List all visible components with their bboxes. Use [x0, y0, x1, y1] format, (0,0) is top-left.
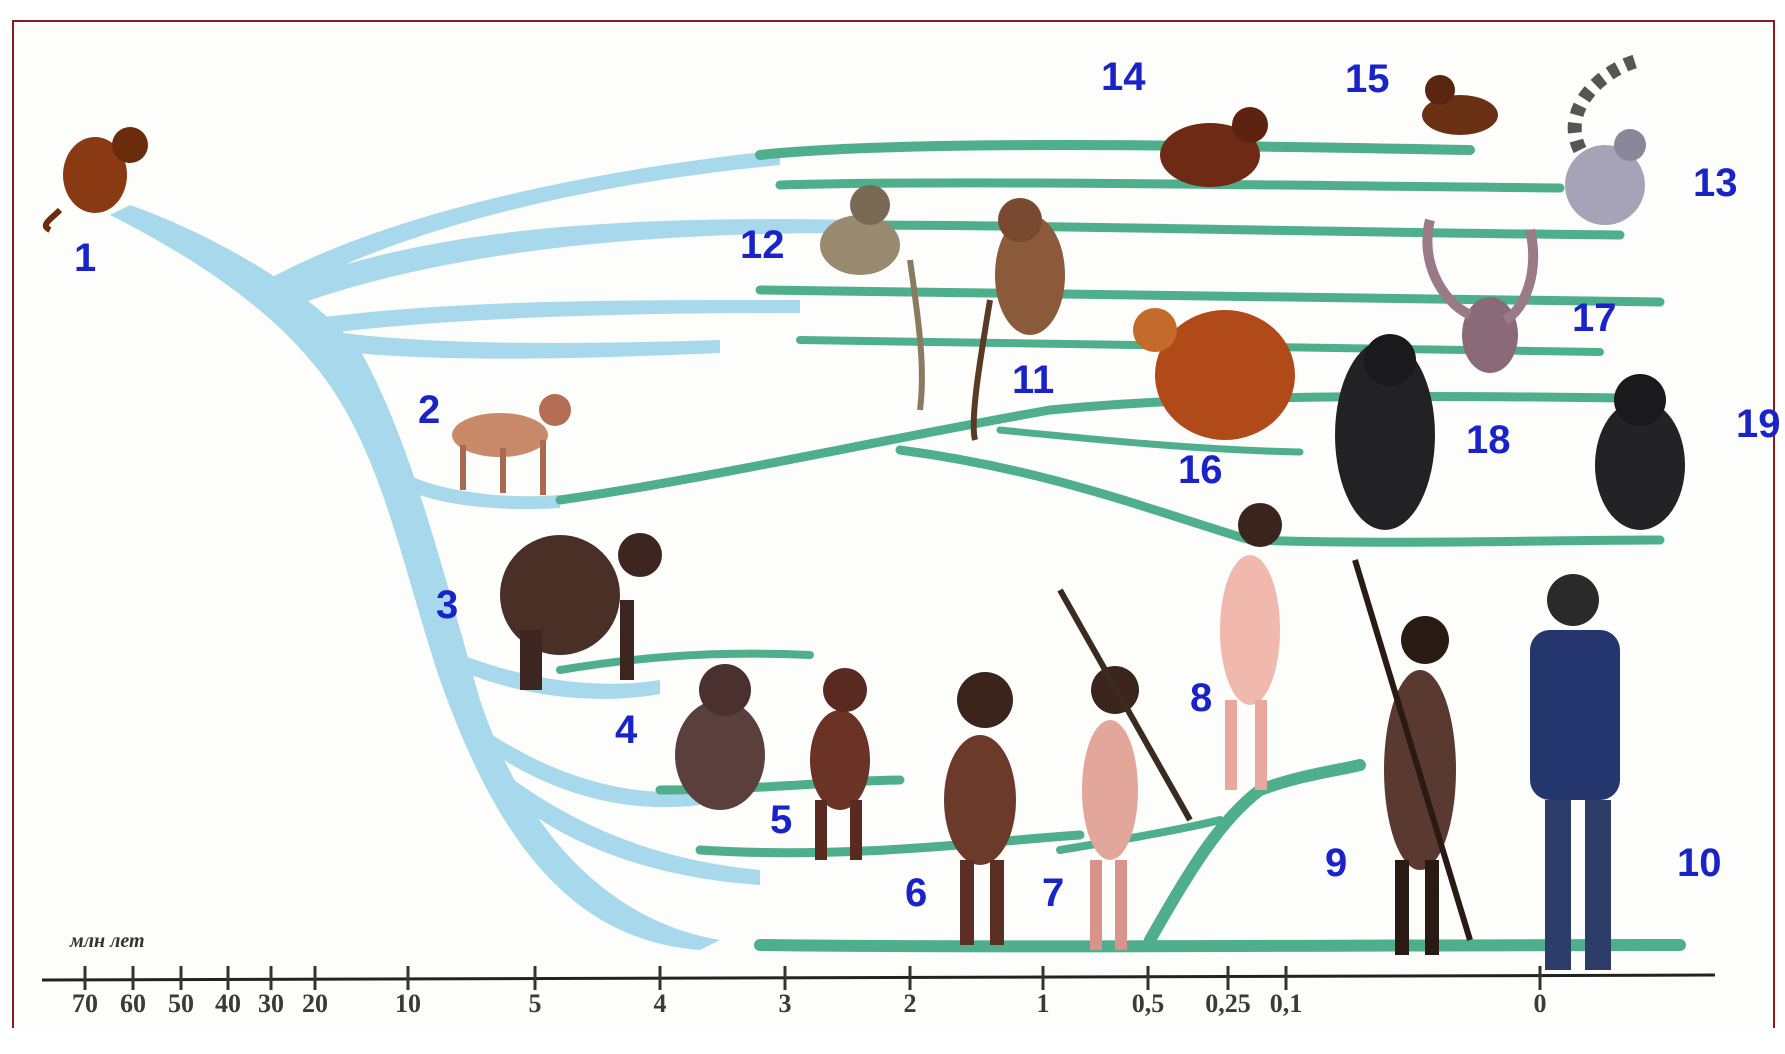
marker-19: 19: [1736, 402, 1781, 446]
marker-1: 1: [74, 236, 97, 280]
marker-13: 13: [1693, 161, 1738, 205]
marker-15: 15: [1345, 57, 1390, 101]
australopithecus-icon: [810, 668, 870, 860]
marker-16: 16: [1178, 448, 1223, 492]
neanderthal-icon: [1220, 503, 1282, 790]
axis-tick-label: 70: [72, 989, 98, 1018]
tarsier-icon: [1422, 75, 1498, 135]
axis-tick-label: 50: [168, 989, 194, 1018]
axis-tick-label: 0,5: [1132, 989, 1165, 1018]
axis-tick-label: 40: [215, 989, 241, 1018]
marker-14: 14: [1101, 55, 1146, 99]
lemur-icon: [1565, 53, 1646, 225]
marker-3: 3: [436, 583, 459, 627]
ape-sitting-icon: [675, 664, 765, 810]
dryopithecus-icon: [500, 533, 662, 690]
marker-6: 6: [905, 871, 928, 915]
axis-tick-label: 4: [654, 989, 667, 1018]
axis-tick-label: 30: [258, 989, 284, 1018]
orangutan-icon: [1133, 308, 1295, 440]
marker-7: 7: [1042, 871, 1065, 915]
marker-10: 10: [1677, 841, 1722, 885]
gibbon-icon: [1422, 218, 1539, 373]
axis-tick-label: 0: [1534, 989, 1547, 1018]
homo-erectus-icon: [1057, 588, 1193, 950]
marker-2: 2: [418, 388, 441, 432]
marker-8: 8: [1190, 676, 1213, 720]
axis-tick-label: 3: [779, 989, 792, 1018]
homo-habilis-icon: [944, 672, 1016, 945]
bottom-strip: [0, 1028, 1785, 1054]
marker-4: 4: [615, 708, 638, 752]
axis-tick-label: 20: [302, 989, 328, 1018]
gorilla-icon: [1335, 334, 1435, 530]
monkey-icon: [452, 394, 571, 495]
marker-9: 9: [1325, 841, 1348, 885]
axis-unit-label: млн лет: [69, 930, 145, 952]
cro-magnon-icon: [1352, 559, 1473, 955]
prosimian-ancestor-icon: [42, 127, 148, 233]
marker-5: 5: [770, 798, 793, 842]
time-axis: 70 60 50 40 30 20 10 5 4 3 2 1 0,5 0,25 0,1 0 млн лет: [41, 930, 1716, 1018]
chimpanzee-icon: [1595, 374, 1685, 530]
axis-ticks: 70 60 50 40 30 20 10 5 4 3 2 1 0,5 0,25 0,1 0: [72, 966, 1547, 1018]
modern-human-icon: [1530, 574, 1620, 970]
marker-12: 12: [740, 223, 785, 267]
axis-tick-label: 0,1: [1270, 989, 1303, 1018]
trunk: [110, 150, 860, 950]
marker-11: 11: [1012, 358, 1055, 402]
axis-tick-label: 60: [120, 989, 146, 1018]
axis-tick-label: 1: [1037, 989, 1050, 1018]
axis-tick-label: 10: [395, 989, 421, 1018]
top-strip: [0, 0, 1785, 20]
axis-tick-label: 0,25: [1205, 989, 1251, 1018]
langur-icon: [820, 185, 925, 411]
axis-tick-label: 5: [529, 989, 542, 1018]
axis-tick-label: 2: [904, 989, 917, 1018]
macaque-icon: [970, 198, 1065, 441]
loris-icon: [1160, 107, 1268, 187]
marker-17: 17: [1572, 296, 1617, 340]
marker-18: 18: [1466, 418, 1511, 462]
